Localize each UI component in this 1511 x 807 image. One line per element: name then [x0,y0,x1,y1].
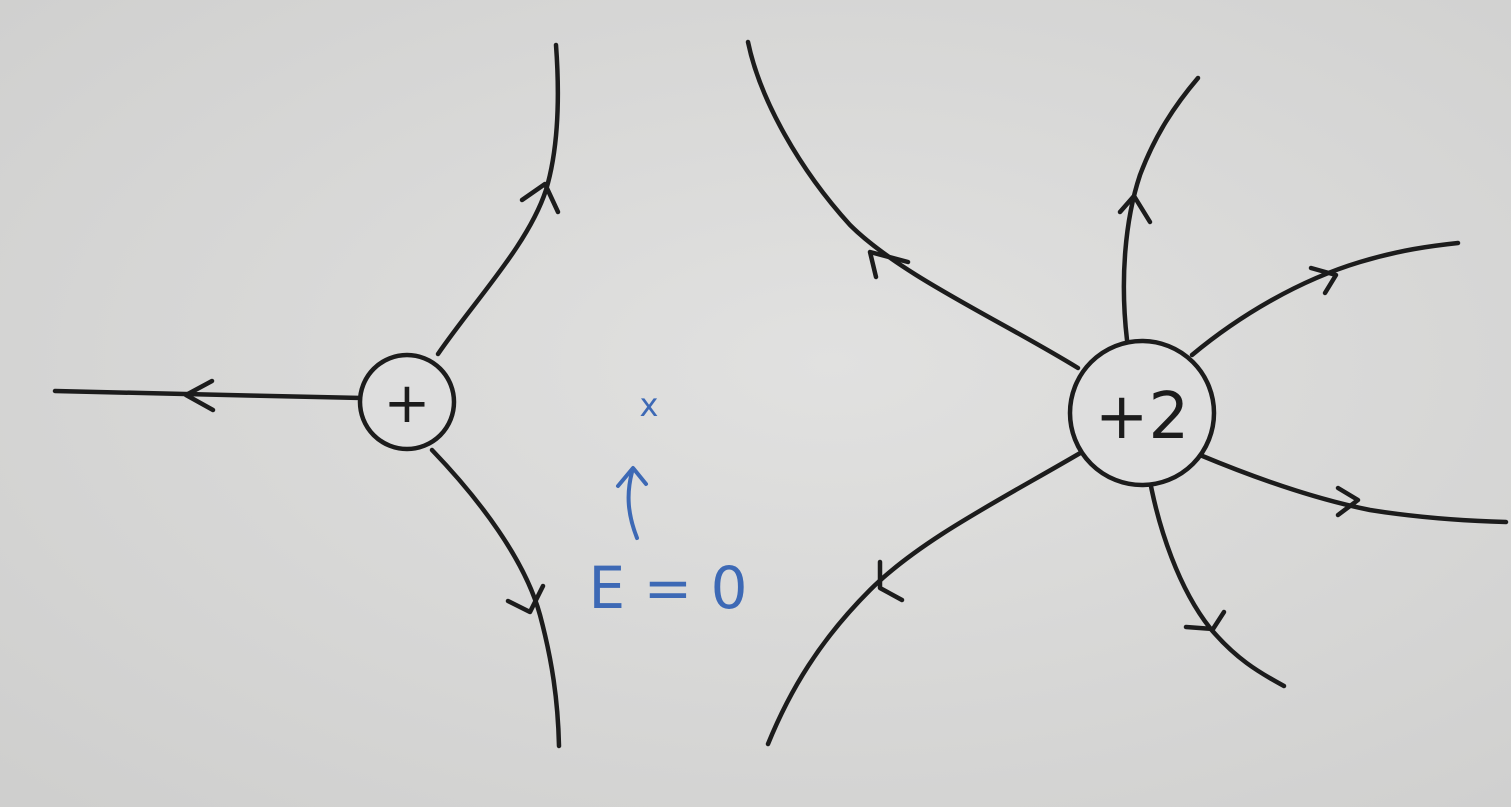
right-charge-circle [1067,338,1217,488]
right-charge-field-lines [745,39,1509,747]
field-line-right-east [1197,452,1509,525]
arrowhead-right-southwest [877,559,905,603]
arrowhead-right-north [1117,193,1153,225]
field-line-right-north [1121,75,1201,343]
null-point-marker: x [640,386,659,424]
null-point-label: E = 0 [588,554,747,622]
null-point-annotation: x E = 0 [588,386,747,622]
pointer-arrow-shaft [626,470,639,540]
right-charge: +2 [1067,338,1217,488]
field-line-right-northwest [745,39,1081,371]
pointer-arrowhead [616,466,648,488]
arrowhead-left-north [519,181,561,215]
left-charge-circle [357,352,457,452]
arrowhead-right-east [1335,485,1361,518]
arrowhead-right-northeast [1308,265,1339,296]
arrowhead-right-south [1183,609,1227,632]
left-charge-label: + [384,371,431,436]
field-line-right-southwest [765,449,1085,747]
arrowhead-left-south [505,583,546,615]
arrowhead-right-northwest [867,249,911,280]
field-line-right-northeast [1189,240,1461,358]
field-line-left-west [52,388,365,401]
left-charge: + [357,352,457,452]
left-charge-field-lines [52,42,562,749]
field-line-left-south [429,447,562,749]
field-line-right-south [1145,467,1287,689]
arrowhead-left-west [183,378,216,413]
right-charge-label: +2 [1095,380,1189,454]
